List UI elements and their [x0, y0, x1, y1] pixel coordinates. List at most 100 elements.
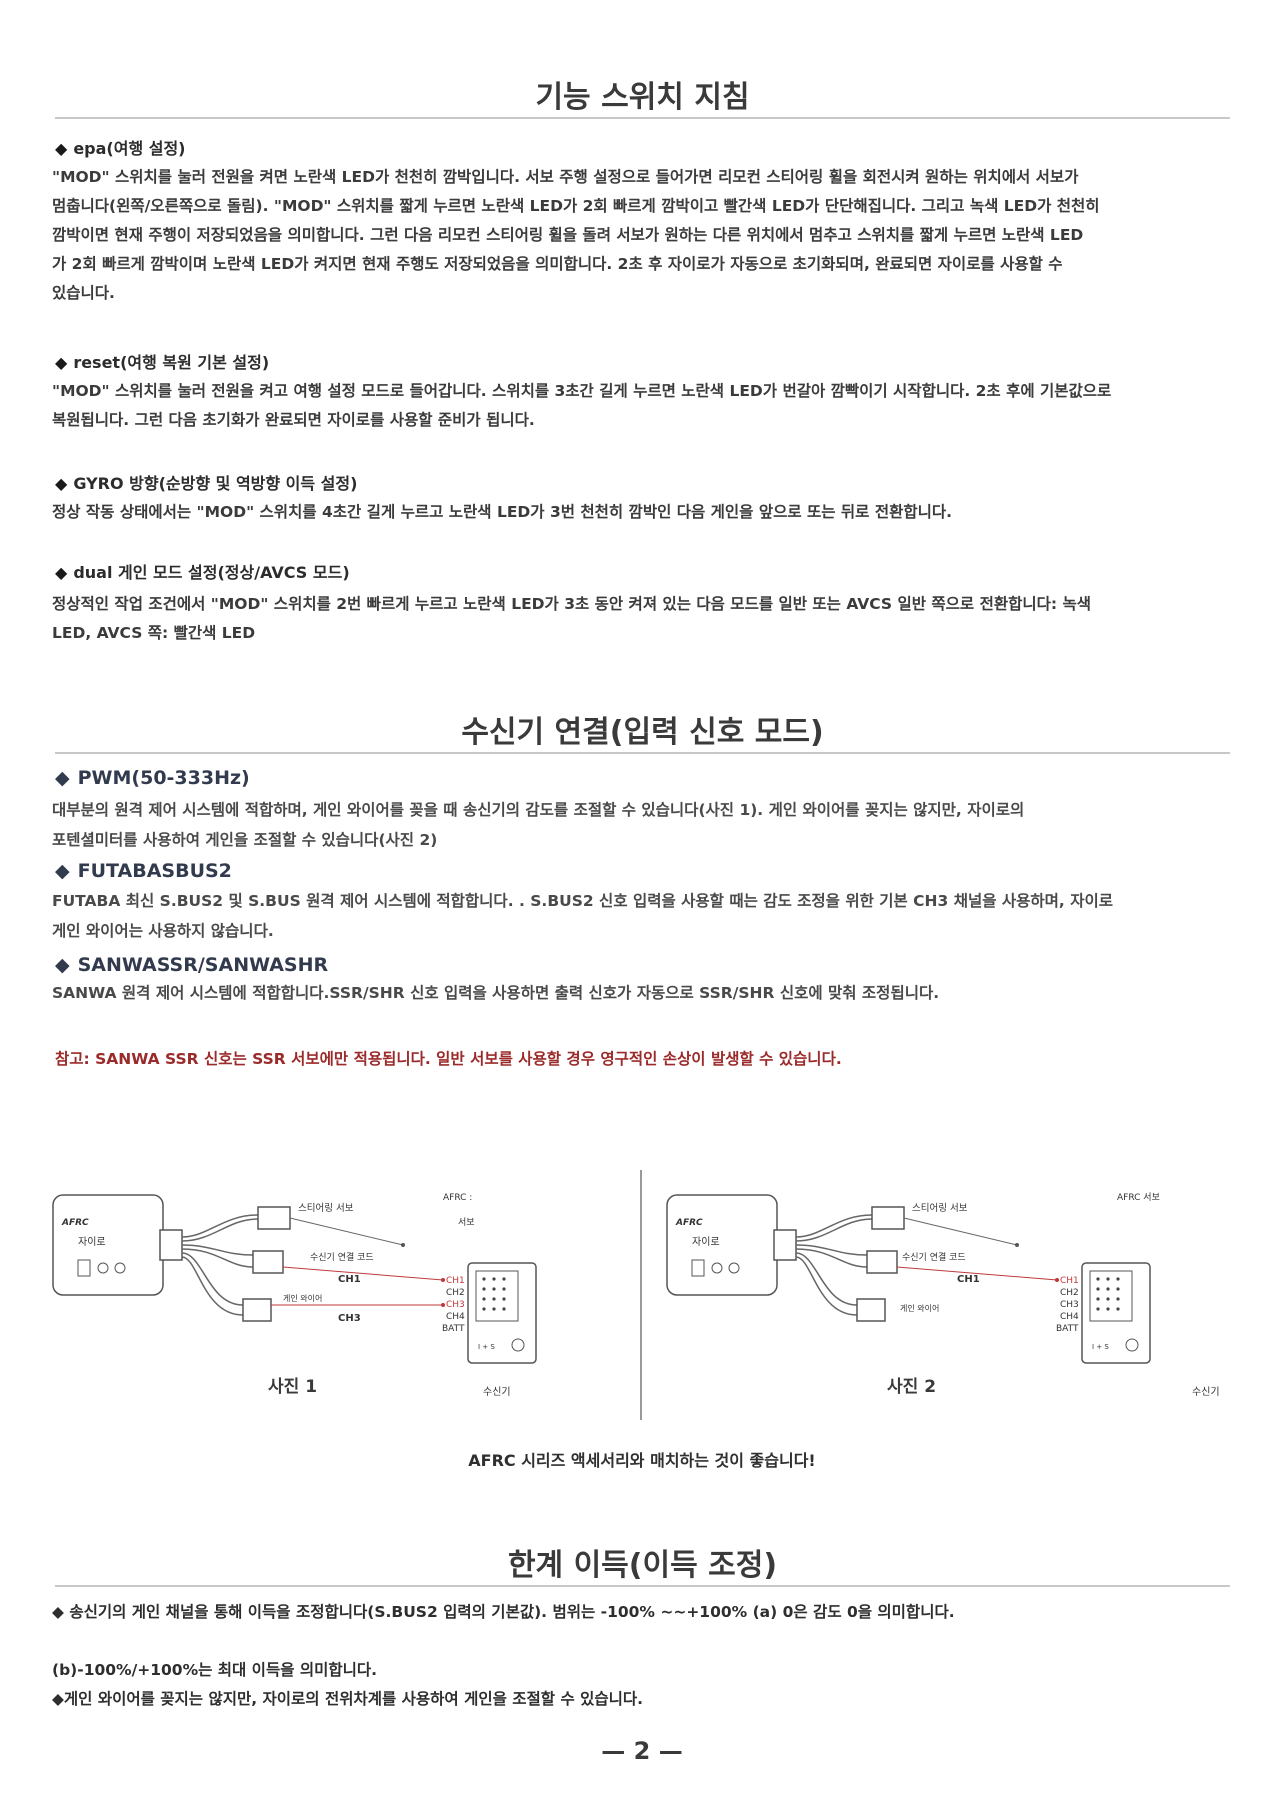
- receiver-label: 수신기: [1192, 1386, 1220, 1398]
- afrc-logo: AFRC: [675, 1218, 703, 1228]
- pin-batt: BATT: [442, 1324, 465, 1334]
- epa-heading: ◆epa(여행 설정): [55, 135, 186, 159]
- text-line: "MOD" 스위치를 눌러 전원을 켜면 노란색 LED가 천천히 깜박입니다.…: [52, 168, 1079, 186]
- receiver-cord-label: 수신기 연결 코드: [310, 1252, 374, 1263]
- pwm-heading-text: PWM(50-333Hz): [77, 767, 250, 789]
- dual-heading: ◆ dual 게인 모드 설정(정상/AVCS 모드): [55, 559, 350, 583]
- pin-ch1: CH1: [446, 1276, 465, 1286]
- section-title-gain-limit: 한계 이득(이득 조정): [507, 1548, 778, 1583]
- text-line: 있습니다.: [52, 284, 115, 302]
- text-line: SANWA 원격 제어 시스템에 적합합니다.SSR/SHR 신호 입력을 사용…: [52, 984, 940, 1002]
- wiring-diagram-photo-1: AFRC 자이로 스티어링 서보 AFRC : 서보 수신기 연결 코드 CH1: [52, 1193, 537, 1398]
- receiver-label: 수신기: [483, 1386, 511, 1398]
- gain-line-2: (b)-100%/+100%는 최대 이득을 의미합니다.: [52, 1661, 378, 1679]
- afrc-servo-label: AFRC 서보: [1117, 1192, 1160, 1203]
- pin-ch2: CH2: [1060, 1288, 1079, 1298]
- text-line: ◆게인 와이어를 꽂지는 않지만, 자이로의 전위차계를 사용하여 게인을 조절…: [52, 1685, 1227, 1714]
- diamond-bullet-icon: ◆: [55, 860, 70, 882]
- text-line: 정상적인 작업 조건에서 "MOD" 스위치를 2번 빠르게 누르고 노란색 L…: [52, 595, 1091, 613]
- connectors: [856, 1206, 905, 1322]
- gyro-heading-text: GYRO 방향(순방향 및 역방향 이득 설정): [73, 474, 358, 493]
- steering-servo-label: 스티어링 서보: [298, 1202, 354, 1214]
- servo-label: 서보: [458, 1217, 475, 1228]
- wire-bundle: [181, 1214, 259, 1316]
- text-line: "MOD" 스위치를 눌러 전원을 켜고 여행 설정 모드로 들어갑니다. 스위…: [52, 382, 1112, 400]
- svg-text:I + S: I + S: [478, 1343, 495, 1351]
- pwm-paragraph: 대부분의 원격 제어 시스템에 적합하며, 게인 와이어를 꽂을 때 송신기의 …: [52, 795, 1227, 855]
- gyro-heading: ◆ GYRO 방향(순방향 및 역방향 이득 설정): [55, 470, 357, 494]
- steering-servo-label: 스티어링 서보: [912, 1202, 968, 1214]
- text-line: 가 2회 빠르게 깜박이며 노란색 LED가 켜지면 현재 주행도 저장되었음을…: [52, 255, 1063, 273]
- text-line: 대부분의 원격 제어 시스템에 적합하며, 게인 와이어를 꽂을 때 송신기의 …: [52, 801, 1025, 819]
- ch1-wire-label: CH1: [957, 1274, 980, 1285]
- gyro-label: 자이로: [692, 1236, 720, 1248]
- section-divider: [55, 117, 1230, 119]
- diamond-bullet-icon: ◆: [52, 1690, 64, 1708]
- diamond-bullet-icon: ◆: [52, 1603, 70, 1621]
- diamond-bullet-icon: ◆: [55, 767, 70, 789]
- gain-line-3: 게인 와이어를 꽂지는 않지만, 자이로의 전위차계를 사용하여 게인을 조절할…: [63, 1690, 644, 1708]
- wiring-diagram-photo-2: AFRC 자이로 스티어링 서보 AFRC 서보 수신기 연결 코드 CH1 게…: [666, 1192, 1220, 1398]
- photo-caption: 사진 2: [887, 1377, 936, 1397]
- diamond-bullet-icon: ◆: [55, 353, 68, 372]
- gain-paragraph-1: ◆ 송신기의 게인 채널을 통해 이득을 조정합니다(S.BUS2 입력의 기본…: [52, 1598, 1227, 1627]
- reset-heading: ◆reset(여행 복원 기본 설정): [55, 349, 269, 373]
- sanwa-paragraph: SANWA 원격 제어 시스템에 적합합니다.SSR/SHR 신호 입력을 사용…: [52, 978, 1227, 1008]
- ch1-wire-label: CH1: [338, 1274, 361, 1285]
- pin-ch3: CH3: [446, 1300, 465, 1310]
- pin-ch1: CH1: [1060, 1276, 1079, 1286]
- diamond-bullet-icon: ◆: [55, 474, 68, 493]
- reset-paragraph: "MOD" 스위치를 눌러 전원을 켜고 여행 설정 모드로 들어갑니다. 스위…: [52, 377, 1227, 435]
- photo-caption: 사진 1: [268, 1377, 317, 1397]
- gain-line-1: 송신기의 게인 채널을 통해 이득을 조정합니다(S.BUS2 입력의 기본값)…: [69, 1603, 955, 1621]
- futaba-heading-text: FUTABASBUS2: [77, 860, 232, 882]
- text-line: 깜박이면 현재 주행이 저장되었음을 의미합니다. 그런 다음 리모컨 스티어링…: [52, 226, 1084, 244]
- section-divider: [55, 752, 1230, 754]
- sanwa-heading-text: SANWASSR/SANWASHR: [77, 954, 329, 976]
- accessory-tagline: AFRC 시리즈 액세서리와 매치하는 것이 좋습니다!: [468, 1451, 816, 1470]
- pwm-heading: ◆ PWM(50-333Hz): [55, 767, 250, 789]
- gyro-paragraph: 정상 작동 상태에서는 "MOD" 스위치를 4초간 길게 누르고 노란색 LE…: [52, 498, 1227, 527]
- epa-heading-text: epa(여행 설정): [73, 139, 186, 158]
- gain-paragraph-2: (b)-100%/+100%는 최대 이득을 의미합니다. ◆게인 와이어를 꽂…: [52, 1656, 1227, 1714]
- warning-note: 참고: SANWA SSR 신호는 SSR 서보에만 적용됩니다. 일반 서보를…: [55, 1050, 842, 1068]
- pin-ch3: CH3: [1060, 1300, 1079, 1310]
- text-line: ◆ 송신기의 게인 채널을 통해 이득을 조정합니다(S.BUS2 입력의 기본…: [52, 1598, 1227, 1627]
- text-line: 게인 와이어는 사용하지 않습니다.: [52, 922, 274, 940]
- pin-ch4: CH4: [1060, 1312, 1079, 1322]
- futaba-paragraph: FUTABA 최신 S.BUS2 및 S.BUS 원격 제어 시스템에 적합합니…: [52, 886, 1227, 946]
- gain-wire-label: 게인 와이어: [283, 1293, 322, 1303]
- gyro-unit: AFRC 자이로: [666, 1194, 797, 1296]
- section-title-function-switch: 기능 스위치 지침: [535, 80, 750, 115]
- pin-batt: BATT: [1056, 1324, 1079, 1334]
- receiver-unit: I + S: [467, 1262, 537, 1364]
- epa-paragraph: "MOD" 스위치를 눌러 전원을 켜면 노란색 LED가 천천히 깜박입니다.…: [52, 163, 1227, 308]
- section-title-receiver-connection: 수신기 연결(입력 신호 모드): [461, 715, 824, 750]
- gyro-unit: AFRC 자이로: [52, 1194, 183, 1296]
- gyro-label: 자이로: [78, 1236, 106, 1248]
- pin-ch2: CH2: [446, 1288, 465, 1298]
- connectors: [242, 1206, 291, 1322]
- diamond-bullet-icon: ◆: [55, 563, 68, 582]
- ch3-wire-label: CH3: [338, 1313, 361, 1324]
- gain-wire-label: 게인 와이어: [900, 1303, 939, 1313]
- dual-paragraph: 정상적인 작업 조건에서 "MOD" 스위치를 2번 빠르게 누르고 노란색 L…: [52, 590, 1227, 648]
- dual-heading-text: dual 게인 모드 설정(정상/AVCS 모드): [73, 563, 350, 582]
- afrc-logo: AFRC: [61, 1218, 89, 1228]
- text-line: 멈춥니다(왼쪽/오른쪽으로 돌림). "MOD" 스위치를 짧게 누르면 노란색…: [52, 197, 1100, 215]
- receiver-cord-label: 수신기 연결 코드: [902, 1252, 966, 1263]
- page-number: — 2 —: [601, 1737, 683, 1765]
- text-line: 포텐셜미터를 사용하여 게인을 조절할 수 있습니다(사진 2): [52, 831, 438, 849]
- wire-bundle: [795, 1214, 873, 1316]
- diamond-bullet-icon: ◆: [55, 954, 70, 976]
- text-line: 정상 작동 상태에서는 "MOD" 스위치를 4초간 길게 누르고 노란색 LE…: [52, 503, 953, 521]
- futaba-heading: ◆ FUTABASBUS2: [55, 860, 232, 882]
- diagram-divider: [640, 1170, 642, 1420]
- afrc-label: AFRC :: [443, 1193, 472, 1203]
- receiver-unit: I + S: [1081, 1262, 1151, 1364]
- text-line: LED, AVCS 쪽: 빨간색 LED: [52, 624, 256, 642]
- sanwa-heading: ◆ SANWASSR/SANWASHR: [55, 954, 328, 976]
- text-line: FUTABA 최신 S.BUS2 및 S.BUS 원격 제어 시스템에 적합합니…: [52, 892, 1113, 910]
- text-line: 복원됩니다. 그런 다음 초기화가 완료되면 자이로를 사용할 준비가 됩니다.: [52, 411, 535, 429]
